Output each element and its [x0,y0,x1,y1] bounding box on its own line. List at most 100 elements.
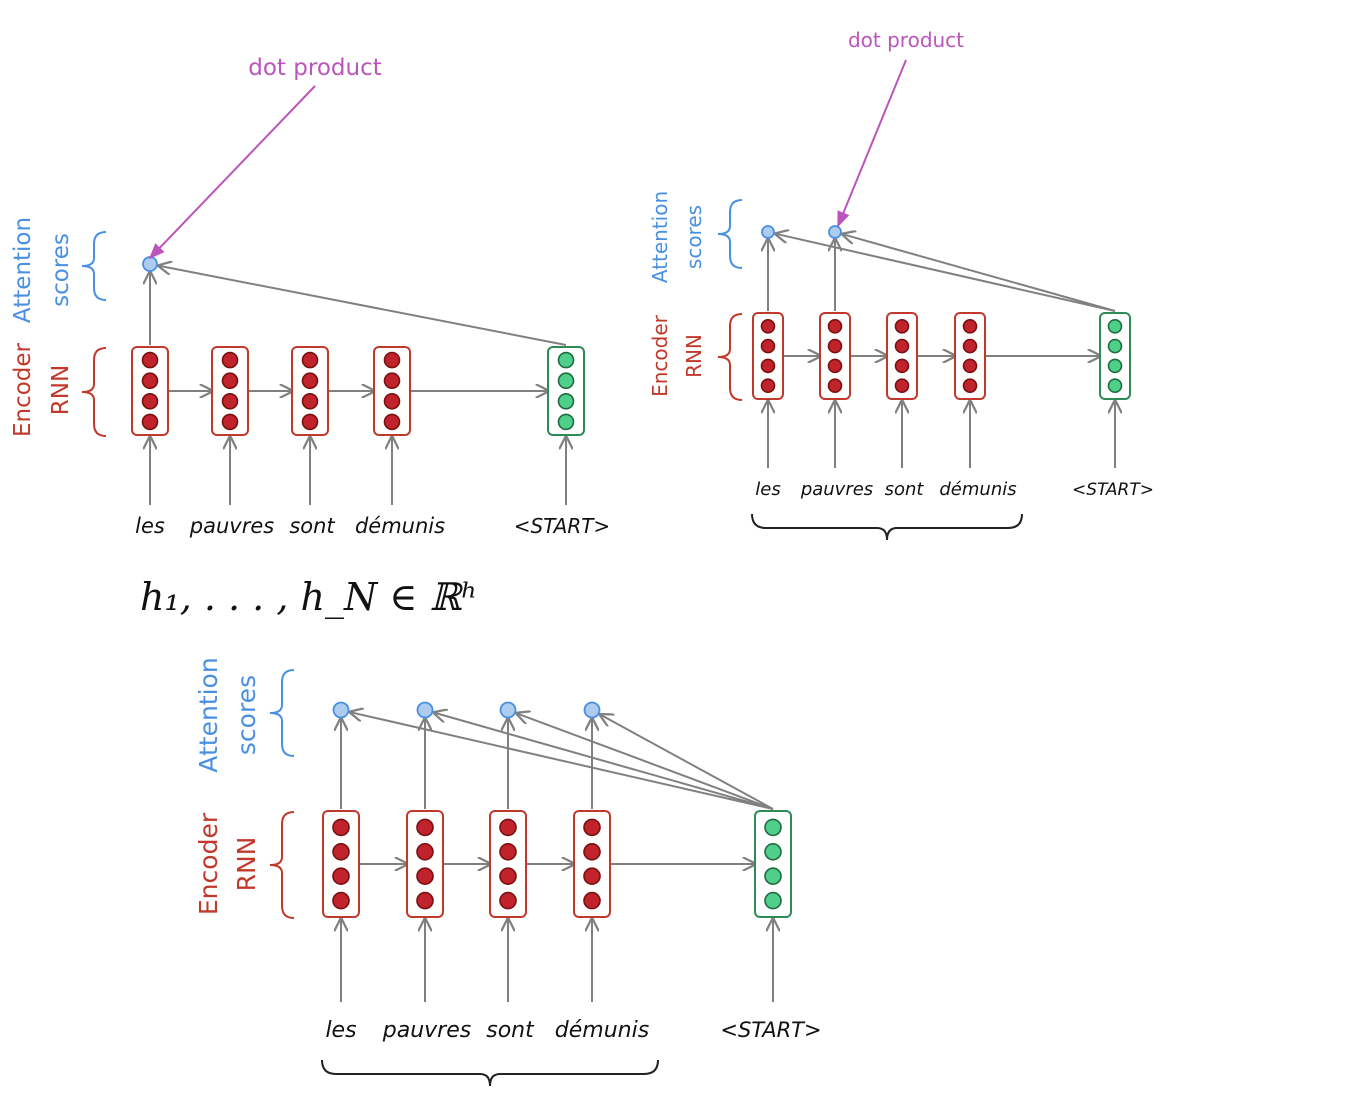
encoder-cell-1-unit [760,378,776,394]
encoder-cell-1-unit [141,413,159,431]
decoder-to-score-arrow [776,234,1116,312]
encoder-cell-4-unit [962,378,978,394]
encoder-cell-2-unit [221,392,239,410]
encoder-cell-3-unit [499,842,517,861]
input-word-3: sont [486,1018,535,1043]
encoder-cell-3-box [291,346,329,436]
decoder-cell-unit [764,842,782,861]
decoder-cell-box [547,346,585,436]
encoder-cell-3-unit [499,891,517,910]
decoder-cell-box [754,810,792,918]
dot-product-arrow [837,59,907,228]
encoder-cell-3-unit [894,318,910,334]
encoder-cell-1-unit [141,392,159,410]
attention-score-2 [828,225,842,239]
encoder-cell-1-unit [332,867,350,886]
encoder-cell-3-unit [301,413,319,431]
decoder-to-score-arrow [600,715,774,810]
encoder-cell-2-box [406,810,444,918]
decoder-cell-unit [1107,338,1123,354]
encoder-cell-2-unit [221,372,239,390]
attention-label-line1: Attention [648,191,672,283]
encoder-cell-3-unit [894,338,910,354]
encoder-cell-4-unit [583,842,601,861]
decoder-cell-unit [1107,378,1123,394]
encoder-cell-1-unit [760,338,776,354]
encoder-cell-4-box [573,810,611,918]
encoder-cell-1-unit [760,318,776,334]
encoder-cell-4-unit [383,413,401,431]
encoder-cell-4-unit [962,338,978,354]
attention-score-2 [416,701,434,719]
encoder-cell-3-box [489,810,527,918]
input-word-2: pauvres [189,514,274,538]
encoder-cell-2-box [819,312,851,400]
encoder-cell-2-unit [416,842,434,861]
encoder-label-line2: RNN [232,837,261,892]
attention-label-line1: Attention [194,657,223,772]
decoder-cell-unit [764,891,782,910]
start-token: <START> [720,1018,821,1042]
decoder-cell-unit [557,392,575,410]
encoder-cell-2-box [211,346,249,436]
encoder-label-line1: Encoder [194,812,223,915]
input-word-2: pauvres [382,1018,471,1043]
decoder-cell-unit [764,867,782,886]
encoder-cell-2-unit [827,338,843,354]
decoder-cell-unit [1107,358,1123,374]
encoder-cell-4-unit [962,318,978,334]
start-token: <START> [514,514,610,538]
encoder-cell-2-unit [827,318,843,334]
input-word-3: sont [885,479,925,500]
encoder-bracket [717,313,743,401]
input-word-4: démunis [355,514,445,538]
encoder-cell-3-unit [894,358,910,374]
attention-bracket [81,231,107,301]
encoder-cell-1-unit [760,358,776,374]
source-sentence-brace [321,1059,659,1087]
decoder-to-score-arrow [159,266,567,346]
encoder-cell-3-unit [301,392,319,410]
source-sentence-brace [751,513,1023,541]
attention-bracket [717,199,743,269]
encoder-cell-1-unit [332,818,350,837]
attention-label-line2: scores [232,675,261,755]
decoder-to-score-arrow [434,713,774,810]
attention-score-1 [142,256,158,272]
encoder-cell-1-unit [141,351,159,369]
encoder-cell-3-unit [499,867,517,886]
encoder-cell-4-box [373,346,411,436]
encoder-label-line2: RNN [48,365,74,415]
input-word-4: démunis [555,1018,649,1043]
encoder-cell-4-unit [383,392,401,410]
decoder-to-score-arrow [350,712,774,810]
encoder-cell-4-unit [383,372,401,390]
encoder-cell-1-box [131,346,169,436]
input-word-4: démunis [939,479,1016,500]
encoder-label-line1: Encoder [648,314,672,397]
input-word-3: sont [289,514,335,538]
decoder-cell-unit [557,351,575,369]
encoder-cell-1-unit [332,891,350,910]
decoder-to-score-arrow [517,713,774,810]
decoder-cell-unit [764,818,782,837]
encoder-cell-2-unit [221,351,239,369]
decoder-to-score-arrow [843,234,1116,312]
encoder-cell-1-unit [141,372,159,390]
encoder-cell-4-unit [583,818,601,837]
encoder-cell-3-box [886,312,918,400]
encoder-cell-4-unit [583,867,601,886]
dot-product-label: dot product [848,28,964,52]
encoder-cell-2-unit [827,358,843,374]
encoder-cell-3-unit [499,818,517,837]
encoder-cell-2-unit [416,818,434,837]
attention-score-3 [499,701,517,719]
encoder-cell-4-unit [962,358,978,374]
encoder-cell-2-unit [221,413,239,431]
encoder-cell-1-unit [332,842,350,861]
attention-label-line2: scores [682,205,706,269]
encoder-cell-4-box [954,312,986,400]
